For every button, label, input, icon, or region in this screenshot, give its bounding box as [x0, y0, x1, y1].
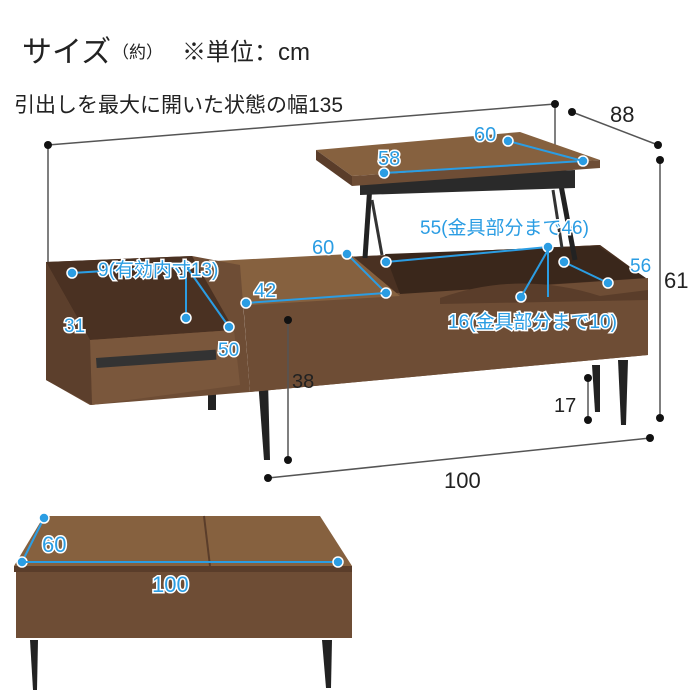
lift-top-width-label: 60 — [474, 124, 496, 146]
height-label: 61 — [664, 268, 688, 293]
interior-dimension-markers — [66, 135, 614, 464]
storage-width-label: 55(金具部分まで46) — [420, 217, 589, 239]
leg-height-label: 17 — [554, 395, 576, 417]
closed-table-illustration — [14, 512, 352, 690]
max-width-note: 引出しを最大に開いた状態の幅135 — [14, 94, 343, 117]
overall-dimension-lines — [44, 100, 664, 482]
fixed-top-depth-label: 42 — [254, 280, 276, 302]
storage-height-label: 16(金具部分まで10) — [448, 311, 617, 333]
open-table-illustration — [46, 132, 648, 460]
title-size: サイズ — [22, 36, 111, 69]
closed-depth-label: 60 — [42, 532, 66, 557]
drawer-depth-label: 50 — [218, 340, 239, 361]
body-height-label: 38 — [292, 371, 314, 393]
lift-top-depth-label: 58 — [378, 148, 400, 170]
title-approx: （約） — [112, 43, 163, 62]
drawer-inner-height-label: 9(有効内寸13) — [98, 259, 218, 281]
closed-width-label: 100 — [152, 572, 189, 597]
fixed-top-width-label: 60 — [312, 237, 334, 259]
depth-label: 88 — [610, 102, 634, 127]
drawer-width-label: 31 — [64, 316, 85, 337]
title-unit: ※単位：cm — [182, 39, 310, 66]
storage-depth-label: 56 — [630, 256, 651, 277]
width-label: 100 — [444, 468, 481, 493]
